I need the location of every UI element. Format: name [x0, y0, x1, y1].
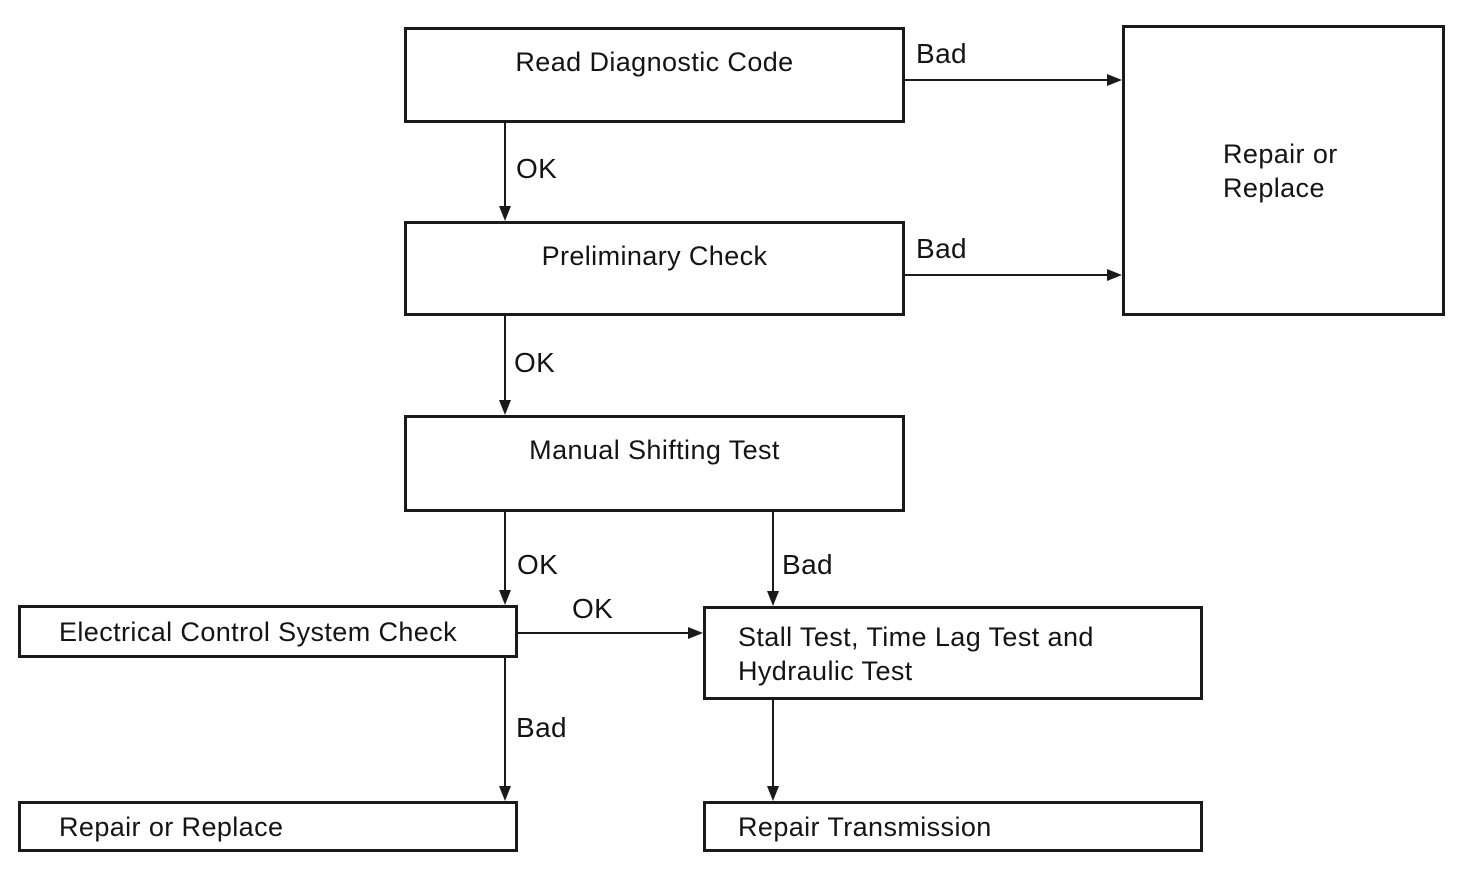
arrowhead-down-icon [767, 591, 779, 606]
edge-label-bad: Bad [916, 38, 968, 69]
arrowhead-right-icon [688, 627, 703, 639]
node-preliminary-check: Preliminary Check [404, 221, 905, 316]
connector-manual-to-stall [772, 512, 774, 592]
node-label: Manual Shifting Test [529, 435, 780, 465]
edge-label-bad: Bad [782, 549, 834, 580]
arrowhead-down-icon [499, 590, 511, 605]
connector-preliminary-to-manual [504, 316, 506, 401]
node-label: Read Diagnostic Code [515, 47, 794, 77]
node-label: Repair or Replace [59, 811, 284, 842]
edge-label-ok: OK [516, 153, 558, 184]
edge-label-ok: OK [517, 549, 559, 580]
arrowhead-down-icon [767, 786, 779, 801]
node-manual-shifting-test: Manual Shifting Test [404, 415, 905, 512]
arrowhead-right-icon [1107, 269, 1122, 281]
connector-manual-to-electrical [504, 512, 506, 591]
node-label: Electrical Control System Check [59, 616, 458, 647]
edge-label-ok: OK [514, 347, 556, 378]
node-label: Preliminary Check [541, 241, 768, 271]
arrowhead-down-icon [499, 400, 511, 415]
node-repair-or-replace: Repair or Replace [1122, 25, 1445, 316]
node-label: Stall Test, Time Lag Test and Hydraulic … [738, 622, 1094, 686]
arrowhead-down-icon [499, 206, 511, 221]
edge-label-bad: Bad [516, 712, 568, 743]
node-read-diagnostic-code: Read Diagnostic Code [404, 27, 905, 123]
node-repair-or-replace-2: Repair or Replace [18, 801, 518, 852]
connector-electrical-to-stall [518, 632, 689, 634]
edge-label-bad: Bad [916, 233, 968, 264]
connector-electrical-to-repair2 [504, 658, 506, 787]
node-repair-transmission: Repair Transmission [703, 801, 1203, 852]
arrowhead-down-icon [499, 786, 511, 801]
node-label: Repair Transmission [738, 811, 992, 842]
connector-read-to-repair [905, 79, 1108, 81]
edge-label-ok: OK [572, 593, 614, 624]
connector-read-to-preliminary [504, 123, 506, 208]
connector-preliminary-to-repair [905, 274, 1108, 276]
node-stall-test-time-lag-test-hydraulic-test: Stall Test, Time Lag Test and Hydraulic … [703, 606, 1203, 700]
node-electrical-control-system-check: Electrical Control System Check [18, 605, 518, 658]
node-label: Repair or Replace [1223, 138, 1338, 203]
connector-stall-to-repair-transmission [772, 700, 774, 787]
arrowhead-right-icon [1107, 74, 1122, 86]
